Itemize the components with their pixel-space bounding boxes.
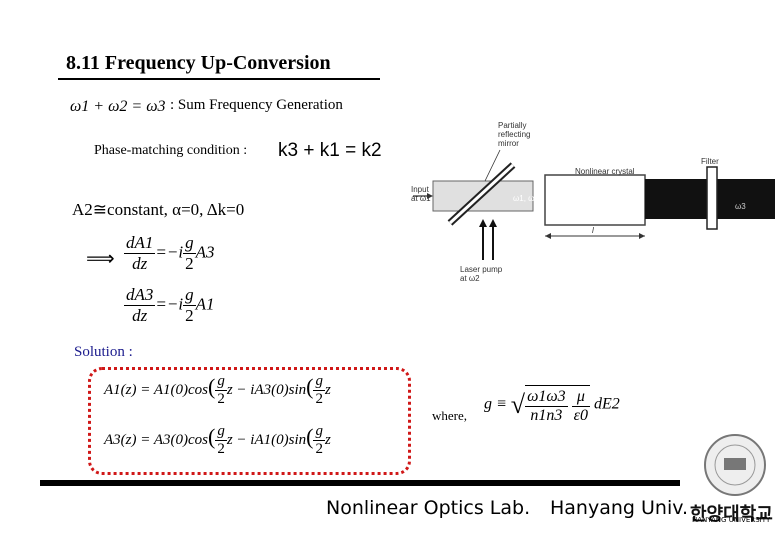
- where-label: where,: [432, 408, 468, 423]
- conditions-line: A2≅constant, α=0, Δk=0: [72, 200, 245, 219]
- pump-label: Laser pump at ω2: [460, 265, 503, 283]
- footer-lab-name: Nonlinear Optics Lab.: [326, 497, 531, 519]
- upconversion-setup-diagram: Partially reflecting mirror Nonlinear cr…: [405, 115, 780, 295]
- input-label: Input at ω1: [411, 185, 431, 203]
- slide-title: 8.11 Frequency Up-Conversion: [66, 52, 331, 74]
- implies-icon: ⟹: [86, 248, 115, 270]
- solution-label: Solution :: [74, 344, 133, 360]
- beam-label: ω1, ω2: [513, 194, 539, 203]
- sfg-equation: ω1 + ω2 = ω3: [70, 98, 166, 115]
- length-label: l: [592, 226, 594, 235]
- crystal-label: Nonlinear crystal: [575, 167, 635, 176]
- footer-university: Hanyang Univ.: [550, 497, 689, 519]
- footer-bar: [40, 480, 680, 486]
- filter-label: Filter: [701, 157, 719, 166]
- sfg-label: : Sum Frequency Generation: [170, 97, 343, 113]
- logo-subtitle: HANYANG UNIVERSITY: [692, 516, 771, 524]
- title-underline: [58, 78, 380, 80]
- phase-matching-equation: k3 + k1 = k2: [278, 140, 382, 161]
- solution-highlight-box: [88, 367, 411, 475]
- output-label: ω3: [735, 202, 746, 211]
- university-logo: [690, 430, 780, 530]
- mirror-label: Partially reflecting mirror: [498, 121, 531, 148]
- logo-korean-name: 한양대학교: [690, 504, 773, 525]
- phase-matching-label: Phase-matching condition :: [94, 143, 248, 158]
